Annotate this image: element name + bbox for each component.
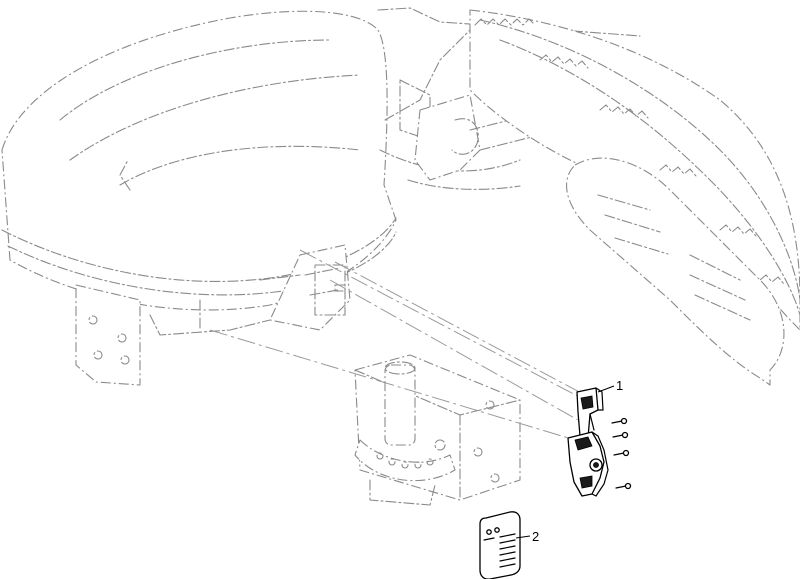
- part-1-bracket-assembly: [567, 387, 632, 497]
- alignment-lines: [209, 249, 586, 441]
- callout-2: 2: [515, 529, 539, 544]
- screw-3: [613, 449, 630, 457]
- callout-1: 1: [597, 378, 623, 393]
- callout-1-label: 1: [616, 378, 623, 393]
- screw-2: [612, 431, 629, 439]
- hitch-frame-phantom: [259, 244, 521, 506]
- vehicle-seat-phantom: [1, 10, 397, 386]
- callout-2-label: 2: [532, 529, 539, 544]
- part-2-decal: [479, 511, 521, 579]
- screw-4: [615, 482, 632, 490]
- wheel-tire-phantom: [469, 9, 800, 386]
- screw-1: [611, 417, 628, 425]
